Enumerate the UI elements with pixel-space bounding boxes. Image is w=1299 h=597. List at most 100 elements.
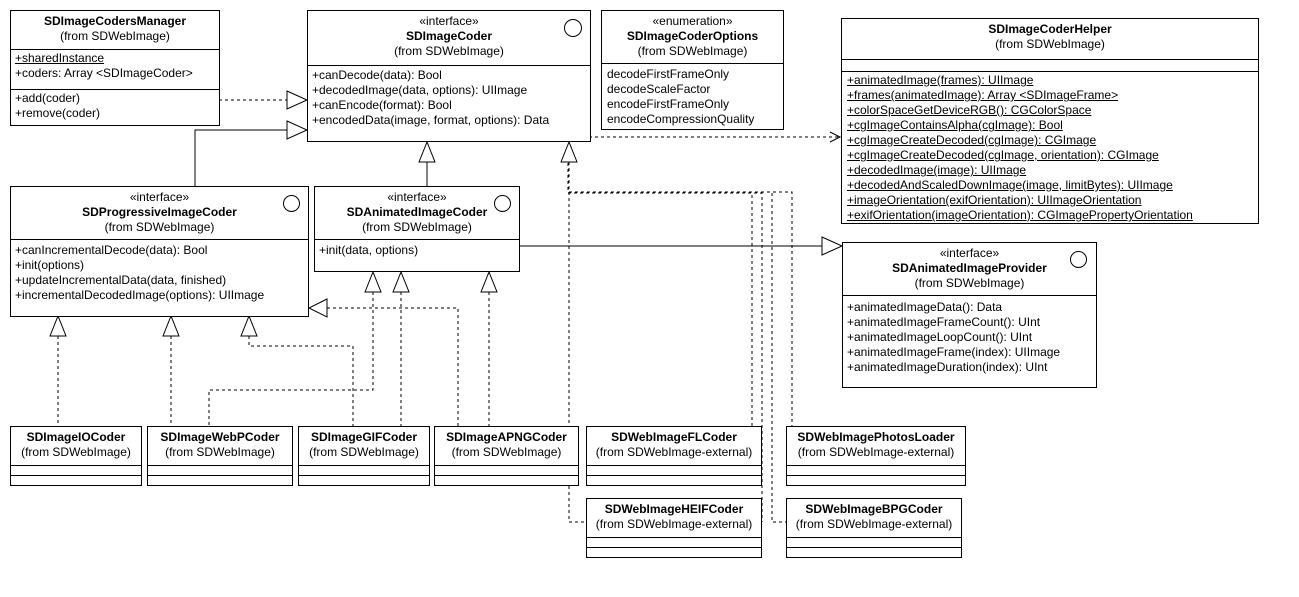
stereotype: «interface» (419, 14, 479, 28)
class-sdimagecoder: «interface» SDImageCoder (from SDWebImag… (307, 10, 591, 142)
class-sdimagecoderhelper: SDImageCoderHelper (from SDWebImage) +an… (841, 18, 1259, 224)
interface-circle-icon (1070, 251, 1087, 268)
class-header: SDImageCoderHelper (from SDWebImage) (842, 19, 1258, 59)
operations-section (787, 475, 965, 485)
realization-line (569, 191, 793, 426)
package-label: (from SDWebImage-external) (595, 445, 753, 459)
class-header: «interface» SDProgressiveImageCoder (fro… (11, 187, 308, 239)
class-name: SDImageGIFCoder (310, 430, 418, 444)
operation: +init(data, options) (319, 243, 419, 257)
operation: +cgImageCreateDecoded(cgImage): CGImage (847, 133, 1097, 147)
package-label: (from SDWebImage) (362, 220, 472, 234)
class-header: SDWebImageHEIFCoder (from SDWebImage-ext… (587, 499, 761, 537)
realization-arrowhead (240, 314, 258, 337)
class-name: SDAnimatedImageProvider (892, 261, 1047, 275)
realization-line (568, 162, 753, 426)
realization-line (327, 307, 459, 426)
class-header: SDImageIOCoder (from SDWebImage) (11, 427, 141, 465)
class-name: SDProgressiveImageCoder (82, 205, 237, 219)
operations-section: +canIncrementalDecode(data): Bool +init(… (11, 239, 308, 303)
class-name: SDAnimatedImageCoder (346, 205, 488, 219)
class-sdimageiocoder: SDImageIOCoder (from SDWebImage) (10, 426, 142, 486)
class-sdimagecodersmanager: SDImageCodersManager (from SDWebImage) +… (10, 10, 220, 126)
class-sdwebimageheifcoder: SDWebImageHEIFCoder (from SDWebImage-ext… (586, 498, 762, 558)
operation: +exifOrientation(imageOrientation): CGIm… (847, 208, 1193, 222)
attributes-section (148, 465, 292, 475)
stereotype: «interface» (129, 190, 190, 204)
operations-section: +animatedImageData(): Data +animatedImag… (843, 295, 1096, 375)
class-header: SDImageWebPCoder (from SDWebImage) (148, 427, 292, 465)
class-sdimagewebpcoder: SDImageWebPCoder (from SDWebImage) (147, 426, 293, 486)
operations-section (148, 475, 292, 485)
stereotype: «interface» (939, 246, 1000, 260)
operation: +canIncrementalDecode(data): Bool (15, 243, 208, 257)
operations-section (435, 475, 578, 485)
attributes-section (587, 465, 761, 475)
class-header: SDImageAPNGCoder (from SDWebImage) (435, 427, 578, 465)
class-name: SDWebImagePhotosLoader (797, 430, 955, 444)
operation: +cgImageCreateDecoded(cgImage, orientati… (847, 148, 1159, 162)
operation: +decodedImage(image): UIImage (847, 163, 1027, 177)
package-label: (from SDWebImage) (165, 445, 275, 459)
package-label: (from SDWebImage) (60, 29, 170, 43)
realization-arrowhead (162, 314, 180, 337)
realization-arrowhead (392, 270, 410, 293)
attributes-section (787, 537, 961, 547)
stereotype: «interface» (387, 190, 447, 204)
class-sdwebimagephotosloader: SDWebImagePhotosLoader (from SDWebImage-… (786, 426, 966, 486)
operations-section: +add(coder) +remove(coder) (11, 89, 219, 121)
operation: +animatedImageFrame(index): UIImage (847, 345, 1061, 359)
class-name: SDImageIOCoder (26, 430, 126, 444)
realization-line (567, 163, 763, 522)
operation: +canEncode(format): Bool (312, 98, 452, 112)
class-name: SDImageCodersManager (43, 14, 187, 28)
operations-section: +animatedImage(frames): UIImage +frames(… (842, 71, 1258, 223)
class-header: «interface» SDImageCoder (from SDWebImag… (308, 11, 590, 65)
attributes-section (787, 465, 965, 475)
enum-value: encodeCompressionQuality (607, 112, 755, 126)
attribute: +coders: Array <SDImageCoder> (15, 66, 193, 80)
operations-section (11, 475, 141, 485)
package-label: (from SDWebImage) (21, 445, 131, 459)
operation: +add(coder) (15, 91, 81, 105)
package-label: (from SDWebImage) (451, 445, 562, 459)
enum-value: encodeFirstFrameOnly (607, 97, 730, 111)
attributes-section (299, 465, 429, 475)
package-label: (from SDWebImage) (995, 37, 1105, 51)
class-header: SDImageCodersManager (from SDWebImage) (11, 11, 219, 49)
class-sdimagegifcoder: SDImageGIFCoder (from SDWebImage) (298, 426, 430, 486)
operation: +animatedImageData(): Data (847, 300, 1003, 314)
enum-value: decodeFirstFrameOnly (607, 67, 730, 81)
generalization-arrowhead (286, 120, 309, 140)
operation: +init(options) (15, 258, 85, 272)
operation: +animatedImageLoopCount(): UInt (847, 330, 1033, 344)
operations-section (299, 475, 429, 485)
operation: +updateIncrementalData(data, finished) (15, 273, 227, 287)
realization-arrowhead (560, 140, 578, 163)
class-name: SDWebImageFLCoder (611, 430, 737, 444)
generalization-arrowhead (821, 236, 844, 256)
stereotype: «enumeration» (652, 14, 733, 28)
operations-section: +init(data, options) (315, 239, 519, 258)
operation: +incrementalDecodedImage(options): UIIma… (15, 288, 265, 302)
attribute: +sharedInstance (15, 51, 105, 65)
class-header: SDWebImagePhotosLoader (from SDWebImage-… (787, 427, 965, 465)
operations-section (587, 547, 761, 557)
operation: +animatedImageDuration(index): UInt (847, 360, 1048, 374)
package-label: (from SDWebImage-external) (595, 517, 753, 531)
realization-arrowhead (364, 270, 382, 293)
class-sdimagecoderoptions: «enumeration» SDImageCoderOptions (from … (601, 10, 784, 130)
operations-section (587, 475, 761, 485)
package-label: (from SDWebImage) (104, 220, 215, 234)
operations-section: +canDecode(data): Bool +decodedImage(dat… (308, 65, 590, 128)
class-name: SDImageCoderOptions (626, 29, 759, 43)
class-sdwebimageflcoder: SDWebImageFLCoder (from SDWebImage-exter… (586, 426, 762, 486)
class-name: SDImageAPNGCoder (446, 430, 567, 444)
class-header: SDWebImageBPGCoder (from SDWebImage-exte… (787, 499, 961, 537)
generalization-line (194, 129, 287, 186)
operation: +decodedAndScaledDownImage(image, limitB… (847, 178, 1173, 192)
interface-circle-icon (283, 195, 300, 212)
attributes-section: +sharedInstance +coders: Array <SDImageC… (11, 49, 219, 89)
